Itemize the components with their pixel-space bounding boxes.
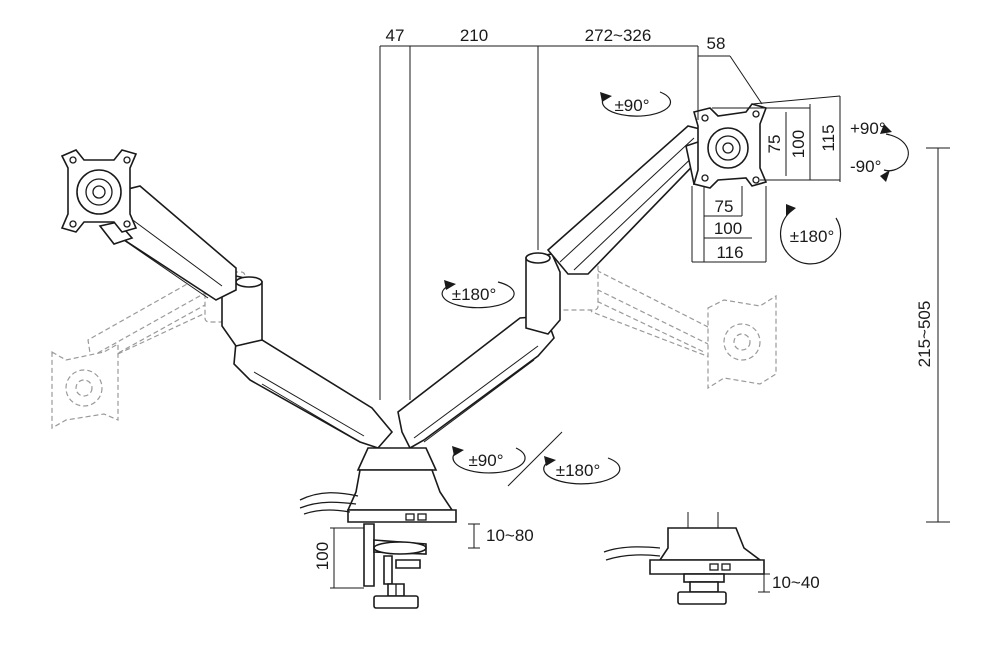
right-upper-arm xyxy=(546,125,713,275)
rotation-ellipses xyxy=(441,91,909,485)
dim-vesa-75-v: 75 xyxy=(765,135,784,154)
left-elbow xyxy=(221,275,263,347)
right-vesa-plate xyxy=(693,103,768,189)
rot-head-swivel: ±90° xyxy=(614,96,649,115)
right-elbow xyxy=(525,252,561,335)
grommet-cable xyxy=(603,546,661,561)
dim-vesa-100-h: 100 xyxy=(714,219,742,238)
ghost-left-plate xyxy=(51,342,119,430)
dim-vesa-100-v: 100 xyxy=(789,130,808,158)
dim-clamp-range: 10~80 xyxy=(486,526,534,545)
clamp-dimension-lines xyxy=(330,523,770,593)
dim-vesa-115-v: 115 xyxy=(819,124,838,151)
grommet-base xyxy=(649,512,765,605)
dim-grommet-range: 10~40 xyxy=(772,573,820,592)
dim-vesa-116-h: 116 xyxy=(716,243,743,262)
dim-clamp-height: 100 xyxy=(313,542,332,570)
top-dimension-lines xyxy=(380,45,763,250)
rot-tilt-down: -90° xyxy=(850,157,881,176)
base-column xyxy=(346,447,457,523)
left-upper-arm xyxy=(98,185,237,301)
dim-base-offset: 47 xyxy=(386,26,405,45)
base-axis-line xyxy=(507,431,563,487)
center-pole xyxy=(379,46,411,400)
vesa-dimension-lines xyxy=(691,95,841,263)
rot-tilt-up: +90° xyxy=(850,119,886,138)
left-vesa-plate xyxy=(60,149,138,233)
height-dimension-line xyxy=(926,147,950,523)
dim-height-range: 215~505 xyxy=(915,301,934,368)
rot-elbow-swivel: ±180° xyxy=(452,285,497,304)
dim-pole-to-joint: 210 xyxy=(460,26,488,45)
rot-base-swivel: ±90° xyxy=(468,451,503,470)
dim-vesa-75-h: 75 xyxy=(715,197,734,216)
ghost-right-plate xyxy=(707,294,777,390)
dim-arm-reach: 272~326 xyxy=(585,26,652,45)
right-lower-arm xyxy=(397,315,555,450)
base-cable xyxy=(299,492,359,515)
left-lower-arm xyxy=(233,339,394,449)
dim-head-depth: 58 xyxy=(707,34,726,53)
rot-base-rotate: ±180° xyxy=(556,461,601,480)
rot-rotate-screen: ±180° xyxy=(790,227,835,246)
desk-clamp xyxy=(363,523,427,609)
